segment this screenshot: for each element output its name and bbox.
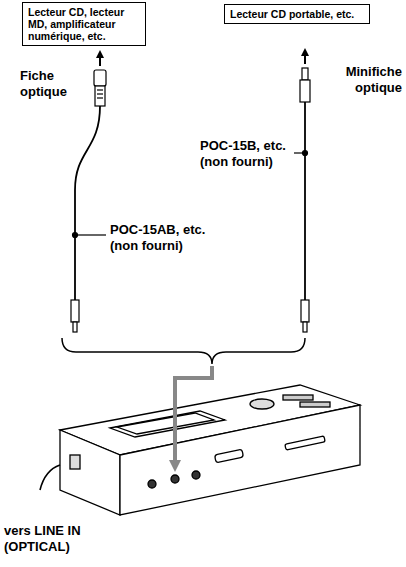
- jack-label: vers LINE IN (OPTICAL): [4, 523, 134, 554]
- direction-arrow: [304, 52, 306, 64]
- route-line: [175, 366, 212, 466]
- optical-cable: [71, 70, 106, 332]
- md-recorder: [40, 385, 360, 515]
- connector-name: Minifiche optique: [326, 64, 402, 95]
- part-name: POC-15AB, etc. (non fourni): [110, 222, 230, 253]
- box-text: Lecteur CD, lecteur MD, amplificateur nu…: [28, 6, 140, 42]
- source-device-box: Lecteur CD, lecteur MD, amplificateur nu…: [22, 2, 146, 46]
- box-text: Lecteur CD portable, etc.: [230, 8, 364, 20]
- part-name: POC-15B, etc. (non fourni): [200, 138, 292, 169]
- direction-arrow: [99, 54, 101, 66]
- source-device-box: Lecteur CD portable, etc.: [224, 4, 370, 24]
- connector-name: Fiche optique: [20, 68, 82, 99]
- bracket: [62, 338, 305, 364]
- mini-optical-cable: [294, 68, 310, 332]
